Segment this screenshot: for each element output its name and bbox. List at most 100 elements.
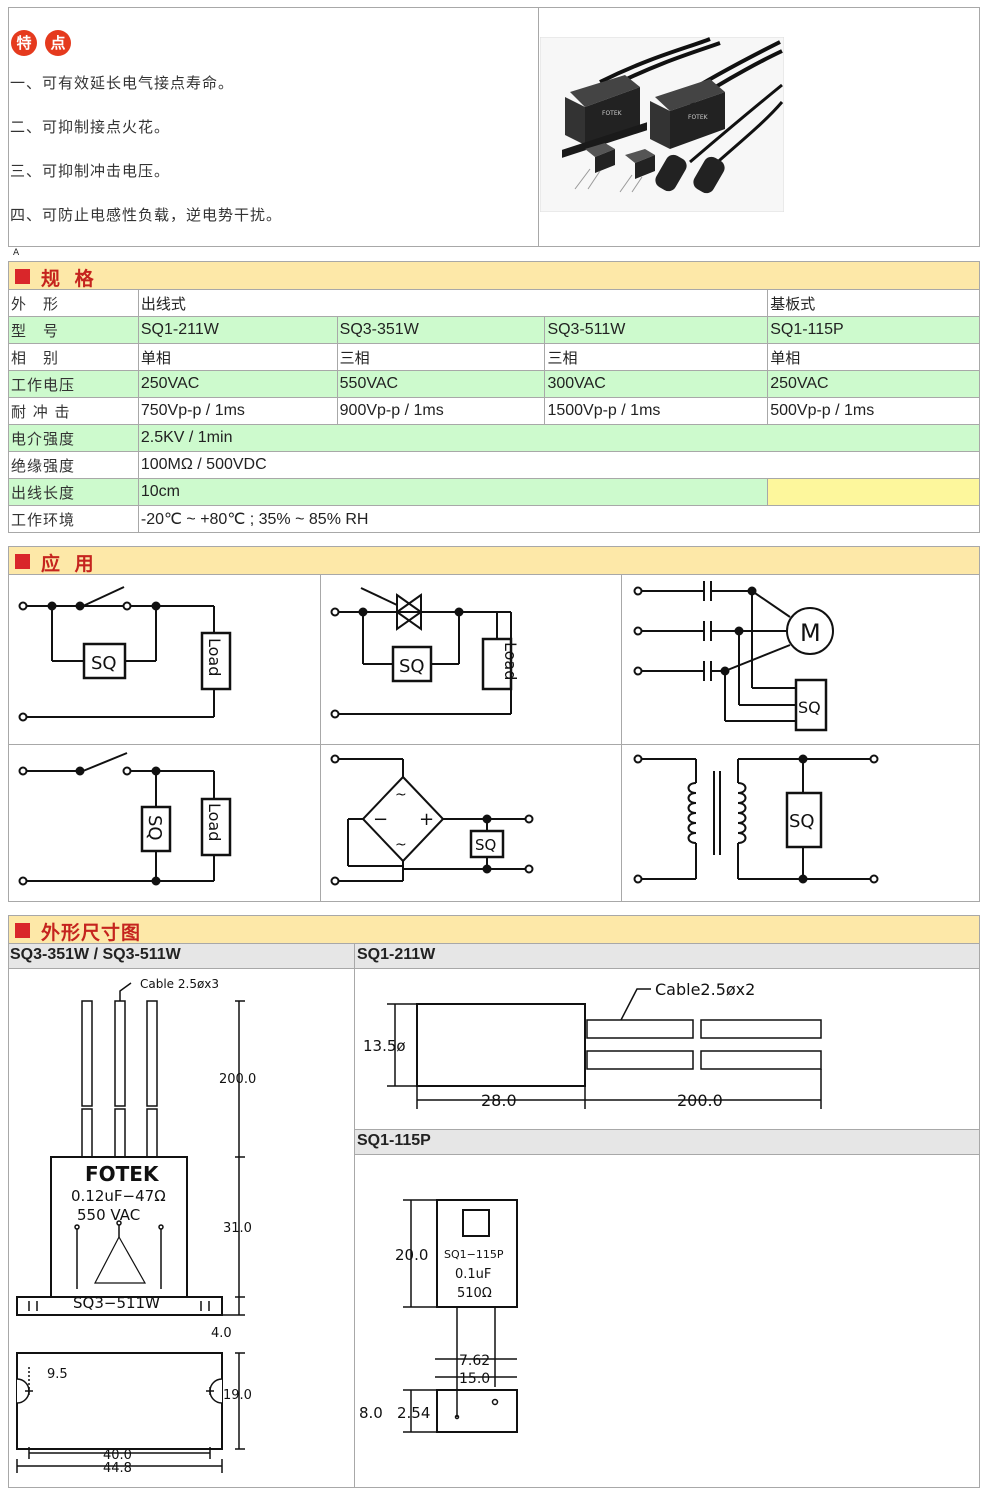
sq-label: SQ [798,698,821,717]
photo-label-2: FOTEK [688,114,709,121]
spec-cell: 基板式 [767,289,980,317]
spec-cell [767,478,980,506]
spec-row-appearance: 外 形 出线式 基板式 [8,289,980,317]
r2-dim-15: 15.0 [459,1371,490,1387]
svg-text:+: + [419,809,434,830]
spec-cell: 900Vp-p / 1ms [336,397,546,425]
dim-19: 19.0 [223,1388,252,1403]
spec-label: 耐 冲 击 [8,397,139,425]
spec-row-cable-length: 出线长度 10cm [8,478,980,506]
sq-label: SQ [144,815,165,841]
spec-label: 型 号 [8,316,139,344]
spec-row-voltage: 工作电压 250VAC 550VAC 300VAC 250VAC [8,370,980,398]
spec-row-environment: 工作环境 -20℃ ~ +80℃ ; 35% ~ 85% RH [8,505,981,533]
circuit-parallel-load: SQ Load [18,752,232,886]
dim-right-title-2: SQ1-115P [357,1132,431,1149]
drawing-sq3: Cable 2.5øx3 FOTEK 0.12uF−47Ω 550 VAC SQ… [16,977,256,1476]
left-brand: FOTEK [85,1162,160,1186]
spec-cell: 500Vp-p / 1ms [767,397,980,425]
spec-cell: SQ1-211W [137,316,338,344]
drawing-sq1-115p: SQ1−115P 0.1uF 510Ω 20.0 7.62 15.0 8.0 2… [359,1199,518,1433]
load-label: Load [501,642,520,680]
app-cell-2 [320,574,622,745]
dim-right-titlebar-2 [354,1129,980,1155]
spec-cell: SQ3-511W [544,316,769,344]
feature-item-1: 一、可有效延长电气接点寿命。 [10,74,235,92]
spec-row-insulation: 绝缘强度 100MΩ / 500VDC [8,451,981,479]
app-cell-3 [621,574,980,745]
photo-label-1: FOTEK [602,110,623,117]
r2-dim-20: 20.0 [395,1246,428,1264]
spec-cell: SQ1-115P [767,316,980,344]
application-header-title: 应 用 [41,553,98,575]
product-photo-panel [538,7,980,247]
motor-label: M [800,619,821,647]
feature-item-3: 三、可抑制冲击电压。 [10,162,171,180]
feature-badge-2: 点 [45,30,71,56]
stray-mark: A [13,248,20,258]
feature-badge-1: 特 [11,30,37,56]
dim-200: 200.0 [219,1072,256,1087]
spec-cell: 10cm [137,478,769,506]
spec-label: 工作电压 [8,370,139,398]
spec-cell: -20℃ ~ +80℃ ; 35% ~ 85% RH [137,505,981,533]
spec-table: 外 形 出线式 基板式 型 号 SQ1-211W SQ3-351W SQ3-51… [8,289,981,533]
spec-cell: 三相 [544,343,769,371]
spec-label: 电介强度 [8,424,139,452]
spec-cell: 100MΩ / 500VDC [137,451,981,479]
r2-model: SQ1−115P [444,1248,504,1261]
spec-cell: SQ3-351W [336,316,546,344]
r2-cap: 0.1uF [455,1267,491,1282]
feature-item-2: 二、可抑制接点火花。 [10,118,171,136]
sq-label: SQ [789,811,815,832]
spec-cell: 出线式 [137,289,769,317]
left-spec-2: 550 VAC [77,1206,140,1224]
circuit-transformer: SQ [633,754,879,884]
spec-cell: 550VAC [336,370,546,398]
spec-header-square-icon [15,269,30,284]
r2-res: 510Ω [457,1286,492,1301]
dimensions-header-title: 外形尺寸图 [41,922,142,944]
dim-right-titlebar-1 [354,943,980,969]
left-spec-1: 0.12uF−47Ω [71,1187,166,1205]
spec-label: 出线长度 [8,478,139,506]
circuit-switch-load: SQ Load [18,586,232,722]
product-photo: FOTEK FOTEK [540,37,784,212]
sq-label: SQ [399,656,425,677]
spec-row-model: 型 号 SQ1-211W SQ3-351W SQ3-511W SQ1-115P [8,316,980,344]
spec-label: 相 别 [8,343,139,371]
r1-dim-200: 200.0 [677,1091,723,1110]
circuit-triac-load: SQ Load [330,587,520,719]
load-label: Load [205,638,224,676]
application-header: 应 用 [8,546,980,575]
spec-label: 外 形 [8,289,139,317]
svg-text:~: ~ [395,837,407,853]
spec-cell: 250VAC [767,370,980,398]
r2-dim-8: 8.0 [359,1404,383,1422]
dim-40: 40.0 [103,1448,132,1463]
r1-dim-28: 28.0 [481,1091,517,1110]
spec-label: 工作环境 [8,505,139,533]
app-cell-5 [320,744,622,902]
spec-label: 绝缘强度 [8,451,139,479]
spec-row-surge: 耐 冲 击 750Vp-p / 1ms 900Vp-p / 1ms 1500Vp… [8,397,980,425]
left-model: SQ3−511W [73,1294,160,1312]
left-cable-label: Cable 2.5øx3 [140,977,219,991]
load-label: Load [205,803,224,841]
drawing-sq1-211w: Cable2.5øx2 13.5ø 28.0 200.0 [363,980,822,1110]
r1-cable-label: Cable2.5øx2 [655,980,755,999]
dim-left-titlebar [8,943,355,969]
spec-cell: 300VAC [544,370,769,398]
svg-text:−: − [373,809,388,830]
circuit-motor: M SQ [633,581,834,732]
dim-9-5: 9.5 [47,1367,68,1382]
sq-label: SQ [475,836,496,854]
spec-cell: 2.5KV / 1min [137,424,981,452]
dim-44-8: 44.8 [103,1461,132,1476]
dim-4: 4.0 [211,1326,232,1341]
spec-header-title: 规 格 [41,268,98,290]
spec-row-phase: 相 别 单相 三相 三相 单相 [8,343,980,371]
r1-dim-13-5: 13.5ø [363,1037,406,1055]
dimensions-header: 外形尺寸图 [8,915,980,944]
spec-cell: 单相 [767,343,980,371]
